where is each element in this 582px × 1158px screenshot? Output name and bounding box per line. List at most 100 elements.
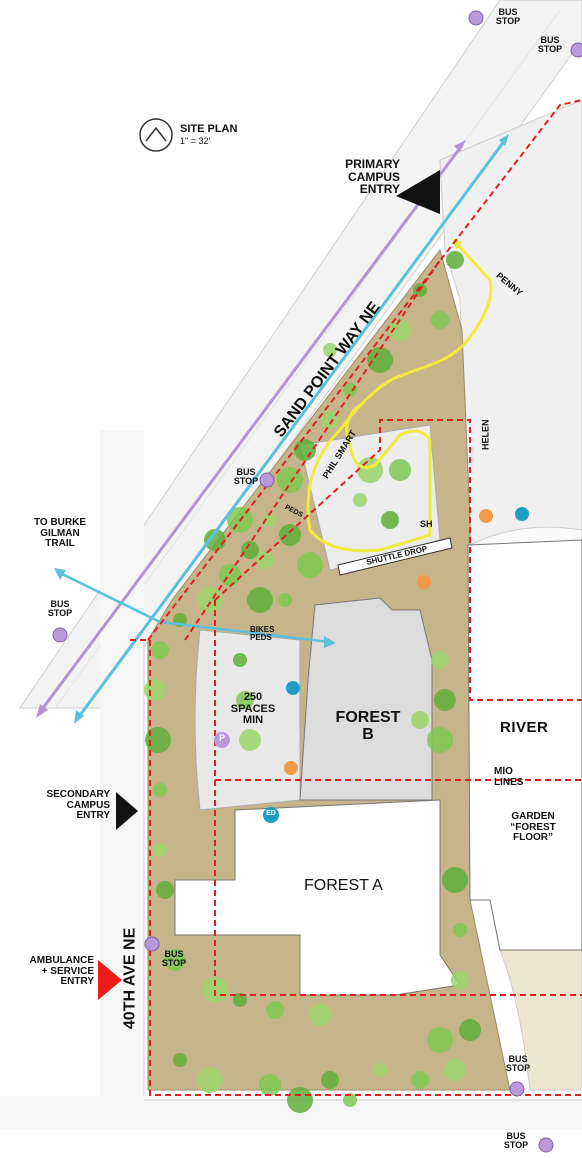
tree-icon [233,993,247,1007]
fortieth-ave-road [100,430,144,1130]
bus-stop-dot [52,627,68,643]
tree-icon [236,691,254,709]
tree-canopy [144,251,481,1113]
bus-stop-dots [52,10,582,1153]
tree-icon [287,1087,313,1113]
tree-icon [145,727,171,753]
secondary-entry-arrow-icon [116,792,138,830]
sh-label: SH [420,519,433,529]
bike-route [54,134,509,724]
forest-b-building [299,597,433,801]
river-building [467,539,582,951]
tree-icon [411,1071,429,1089]
parking-icon-letter: P [218,733,225,743]
tree-icon [247,587,273,613]
north-arrow-icon [139,118,173,152]
buildings-layer [174,539,582,996]
tree-icon [256,551,274,569]
tree-icon [389,319,411,341]
tree-icon [204,529,226,551]
marker-orange [284,761,298,775]
marker-blue [286,681,300,695]
river-label: RIVER [500,719,549,736]
tree-icon [451,971,469,989]
tree-icon [442,867,468,893]
helen-drive-label: HELEN [480,419,491,450]
tree-icon [367,347,393,373]
site-plan-scale: 1" = 32' [180,136,211,146]
tree-icon [164,949,186,971]
tree-icon [431,311,449,329]
tree-icon [259,1074,281,1096]
tree-icon [219,564,241,586]
ambulance-entry-arrow-icon [98,960,122,1000]
tree-icon [197,1067,223,1093]
tree-icon [446,251,464,269]
tree-icon [239,729,261,751]
bus-stop-dot [509,1081,525,1097]
tree-icon [279,524,301,546]
tree-icon [294,439,316,461]
bus-stop-dot [144,936,160,952]
tree-icon [151,641,169,659]
tree-icon [343,1093,357,1107]
tree-icon [197,587,223,613]
bus-stop-dot [259,472,275,488]
tree-icon [353,493,367,507]
bus-stop-dot [570,42,582,58]
tree-icon [459,1019,481,1041]
primary-entry-arrow-icon [396,170,440,214]
tree-icon [263,513,277,527]
tree-icon [241,541,259,559]
parking-lot [194,629,301,811]
bus-route [36,140,466,718]
marker-blue [515,507,529,521]
tree-icon [153,783,167,797]
tree-icon [444,1059,466,1081]
tree-icon [153,843,167,857]
tree-icon [373,1063,387,1077]
shuttle-drop-bar [337,537,453,576]
tree-icon [156,881,174,899]
site-markers [214,507,529,823]
tree-icon [233,653,247,667]
tree-icon [173,1053,187,1067]
bus-stop-dot [538,1137,554,1153]
tree-icon [431,651,449,669]
parking-icon [214,732,230,748]
marker-orange [417,575,431,589]
site-plan-title: SITE PLAN [180,123,238,135]
tree-icon [321,411,339,429]
tree-icon [266,1001,284,1019]
tree-icon [323,343,337,357]
bus-stop-dot [468,10,484,26]
mio-lines [130,99,582,1096]
tree-icon [381,511,399,529]
tree-icon [453,923,467,937]
ed-icon-text: ED [266,810,276,817]
forest-a-label: FOREST A [304,877,383,894]
tree-icon [278,593,292,607]
tree-icon [427,1027,453,1053]
tree-icon [434,689,456,711]
tree-icon [389,459,411,481]
tree-icon [411,711,429,729]
